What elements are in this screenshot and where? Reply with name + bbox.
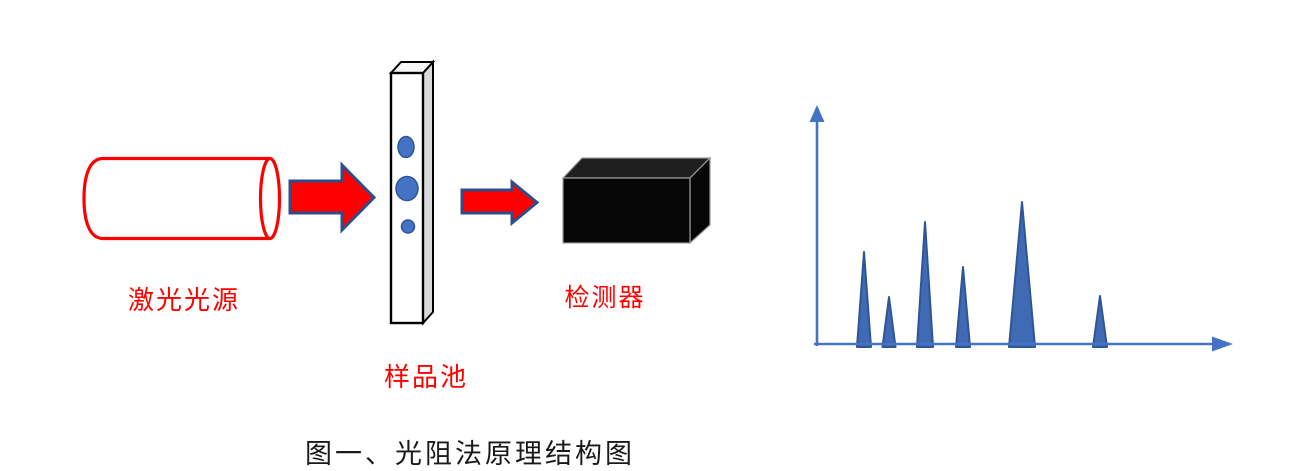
signal-peaks (856, 201, 1108, 348)
y-axis-arrow-icon (809, 105, 825, 122)
detector-box (561, 156, 712, 245)
detector-top-face (561, 157, 712, 179)
laser-cylinder-body-fill (84, 158, 270, 239)
signal-plot (809, 105, 1233, 352)
laser-cylinder-end-cap (258, 156, 282, 241)
particle-top (397, 135, 415, 159)
particle-bottom (400, 219, 416, 234)
beam-arrow-right (460, 178, 540, 227)
sample-cell-side-face (422, 59, 434, 326)
sample-cell (388, 59, 436, 326)
signal-peak (856, 251, 872, 348)
signal-peak (916, 221, 934, 348)
x-axis-arrow-icon (1212, 336, 1233, 352)
sample-cell-label: 样品池 (383, 362, 468, 392)
laser-cylinder (82, 156, 282, 241)
figure-caption: 图一、光阻法原理结构图 (305, 439, 635, 469)
beam-arrow-left (288, 161, 377, 234)
laser-cylinder-body-outline (82, 156, 270, 241)
signal-peak (1008, 201, 1036, 348)
laser-label: 激光光源 (127, 285, 240, 315)
particle-middle (395, 175, 419, 202)
signal-peak (955, 266, 971, 348)
signal-peak (1092, 295, 1108, 348)
signal-peak (881, 296, 897, 348)
detector-front-face (562, 177, 691, 244)
detector-label: 检测器 (564, 284, 646, 312)
